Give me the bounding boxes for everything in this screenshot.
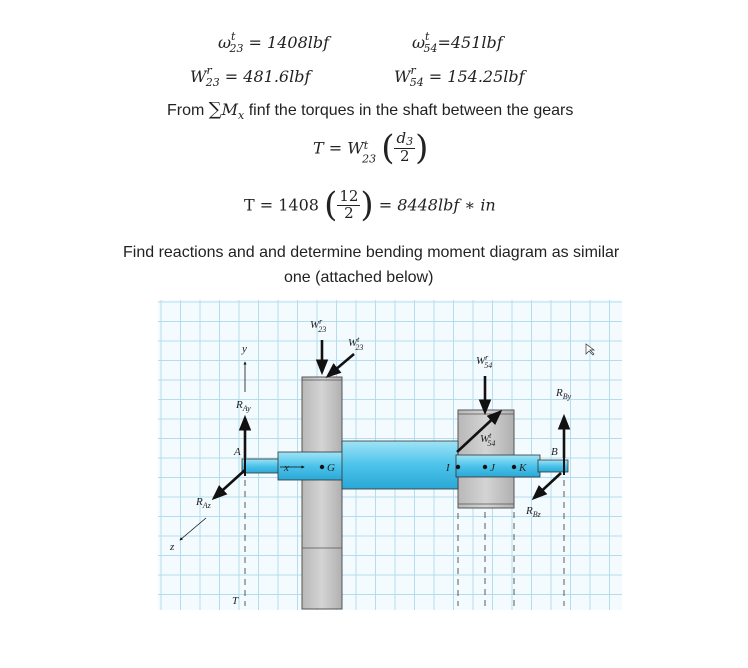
raz-arrow [211, 469, 246, 501]
shaft-thin-right [537, 459, 569, 473]
w23t-arrow [325, 353, 355, 379]
w23-r-equation: Wr23 = 481.6lbf [190, 64, 311, 89]
instruction-line-1: Find reactions and and determine bending… [123, 244, 620, 261]
shaft-thin-left [241, 458, 283, 474]
point-i [455, 464, 461, 470]
cursor-icon [585, 343, 596, 356]
omega-symbol: ω [218, 33, 232, 52]
omega23-t-equation: ωt23 = 1408lbf [218, 30, 330, 55]
label-g: G [327, 462, 335, 474]
label-z-axis: z [169, 541, 175, 553]
label-b: B [551, 446, 558, 458]
label-rbz: RBz [525, 505, 542, 519]
gear-left [301, 376, 343, 610]
shaft-right-hub [455, 454, 541, 478]
label-t: T [232, 595, 239, 607]
shaft-step [277, 451, 345, 481]
label-a: A [233, 446, 241, 458]
shaft-main [341, 440, 459, 490]
w54r-value: = 154.25lbf [423, 67, 525, 86]
label-raz: RAz [195, 496, 212, 510]
omega54-t-equation: ωt54=451lbf [412, 30, 503, 55]
label-ray: RAy [235, 399, 251, 413]
label-x-axis: x [283, 462, 289, 474]
rbz-arrow [531, 472, 562, 501]
omega54-value: =451lbf [437, 33, 503, 52]
point-k [511, 464, 517, 470]
instruction-line-2: one (attached below) [284, 269, 434, 286]
label-rby: RBy [555, 387, 572, 401]
point-g [319, 464, 325, 470]
label-k: K [518, 462, 527, 474]
label-y-axis: y [241, 343, 247, 355]
label-i: I [445, 462, 451, 474]
sigma-symbol: ∑ [208, 99, 222, 120]
z-axis-arrow [179, 517, 207, 541]
torque-intro-text: From ∑Mx finf the torques in the shaft b… [167, 99, 574, 122]
w54t-arrow [456, 409, 503, 453]
label-j: J [490, 462, 496, 474]
w54-r-equation: Wr54 = 154.25lbf [394, 64, 525, 89]
w23r-value: = 481.6lbf [219, 67, 311, 86]
point-j [482, 464, 488, 470]
omega23-value: = 1408lbf [243, 33, 330, 52]
